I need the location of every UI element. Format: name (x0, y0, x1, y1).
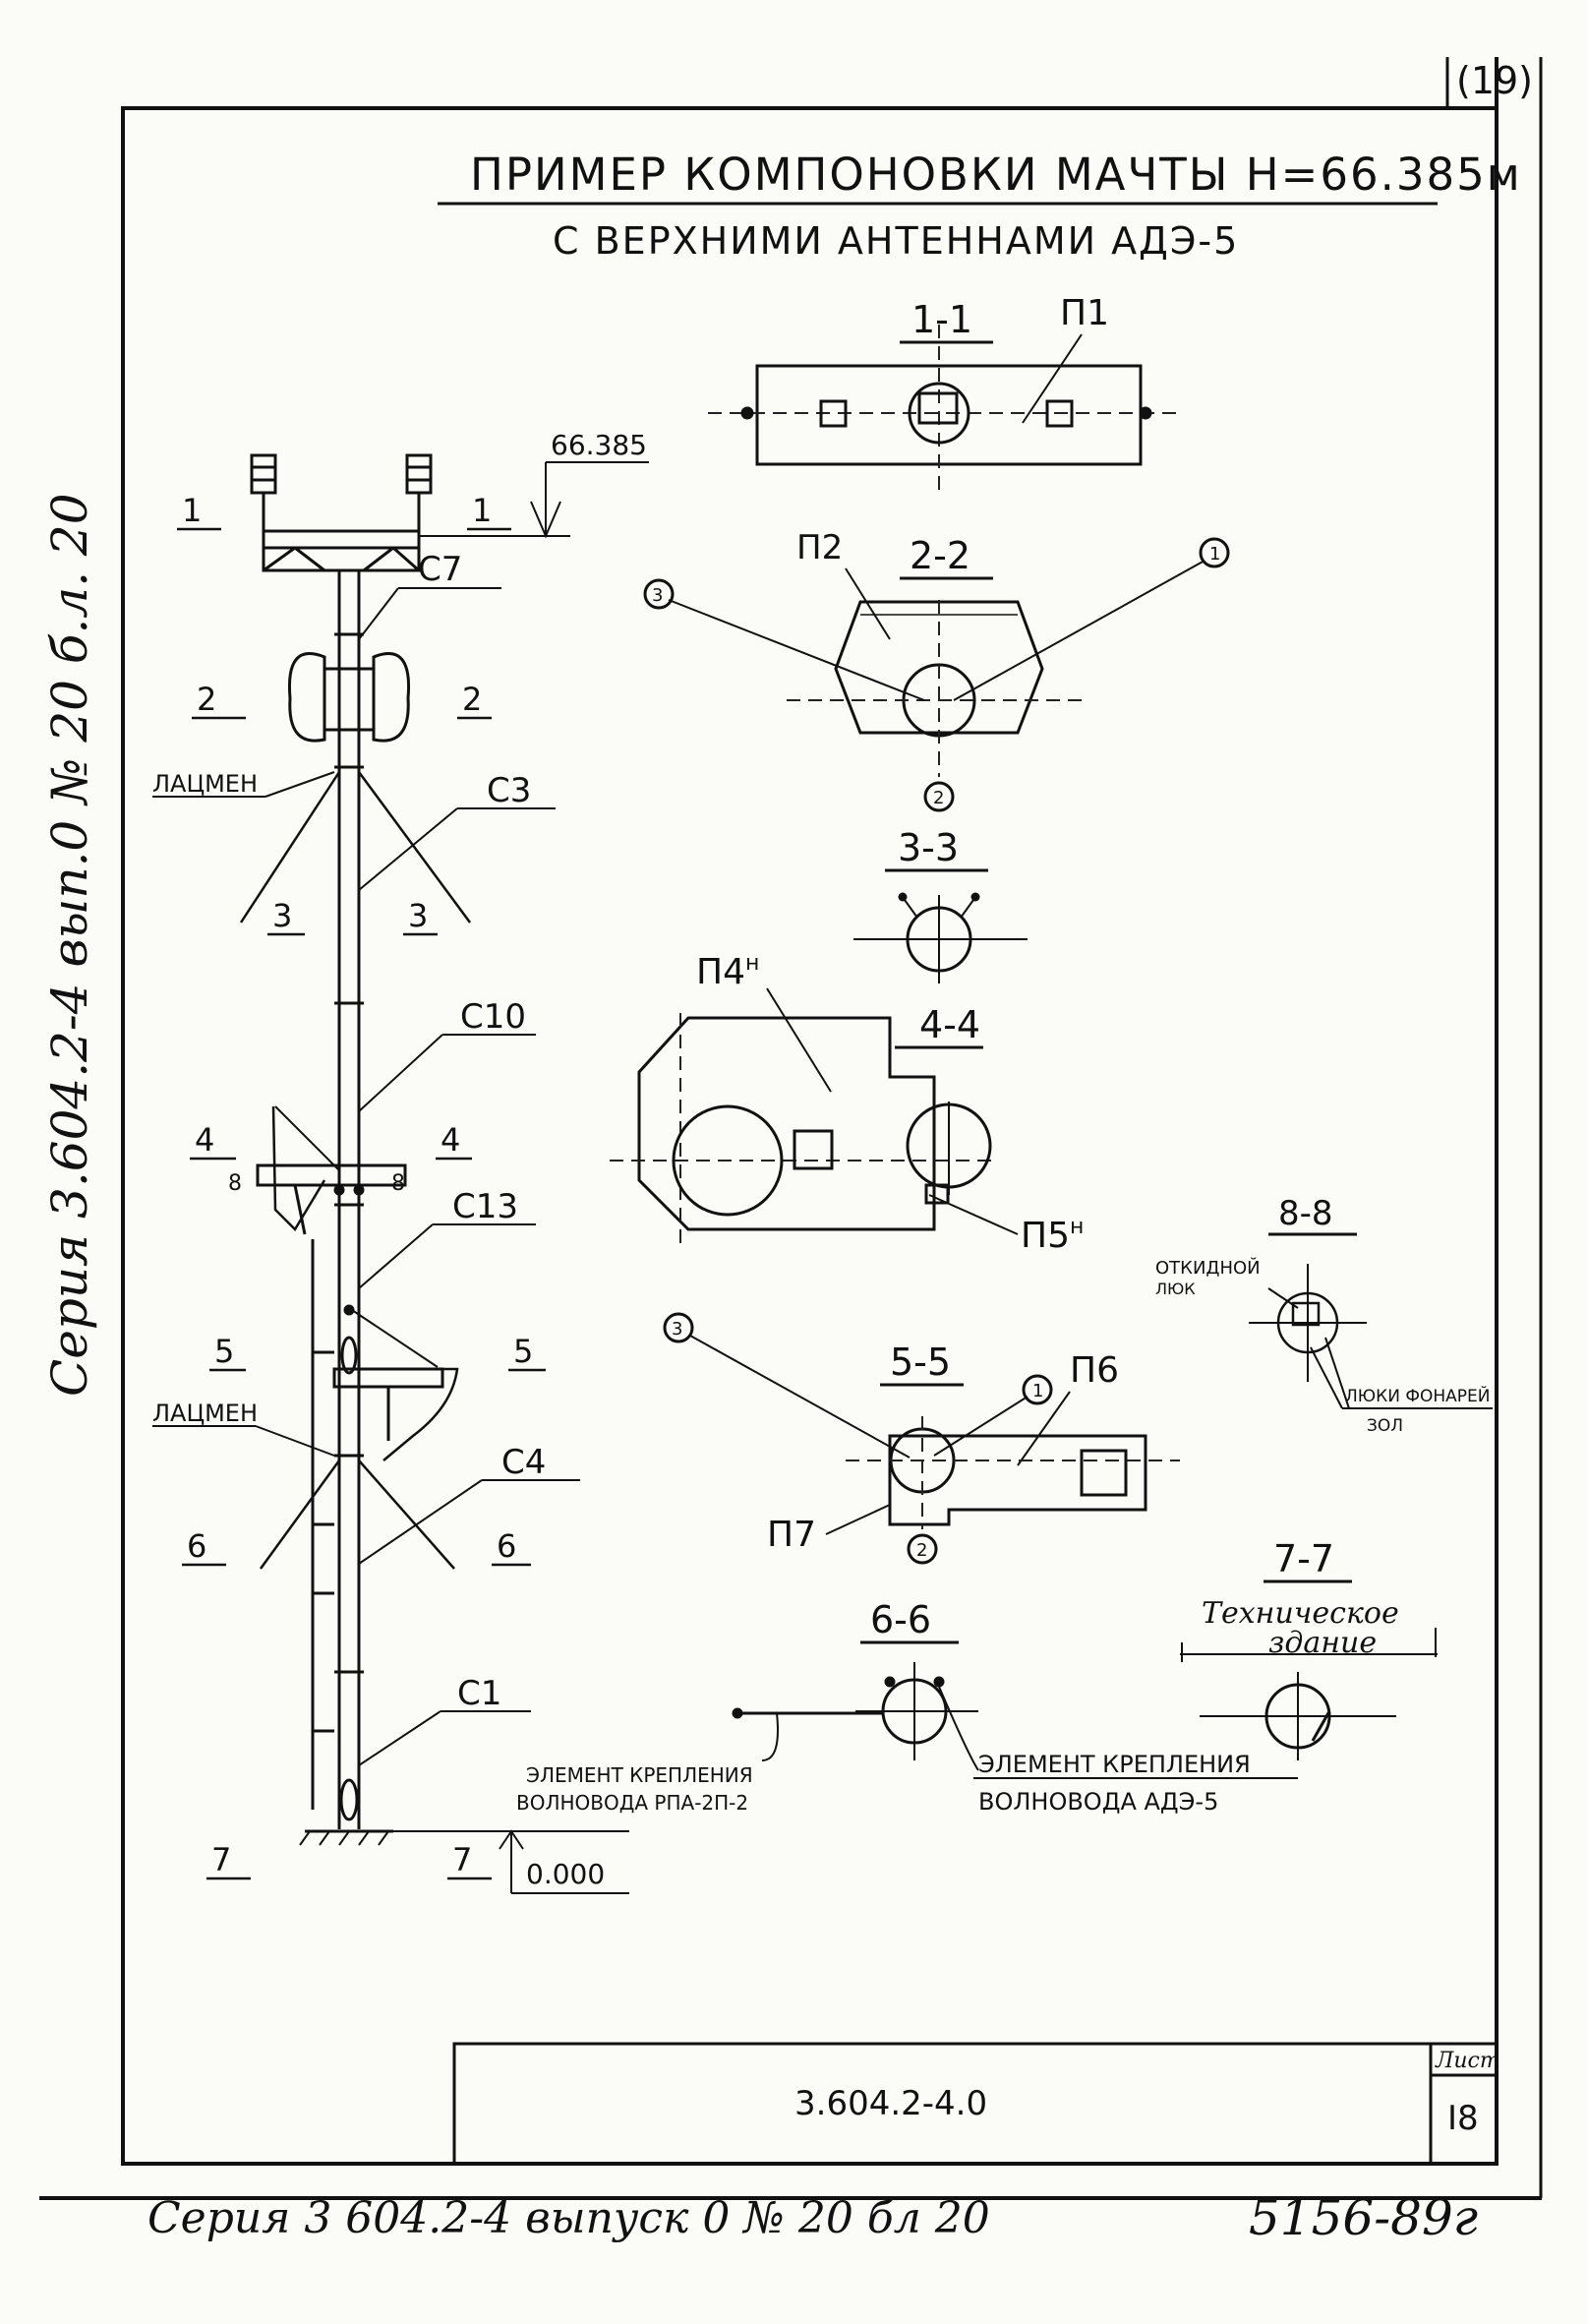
section-1-1-title: 1-1 (911, 298, 972, 341)
drawing-subtitle: С ВЕРХНИМИ АНТЕННАМИ АДЭ-5 (553, 219, 1239, 263)
sheet-number-top: (19) (1456, 59, 1533, 102)
cut-mark-5-right: 5 (513, 1333, 533, 1370)
plate-p5-label: П5н (1021, 1215, 1084, 1256)
cut-mark-7-left: 7 (211, 1841, 231, 1878)
hatch-label-line1: ОТКИДНОЙ (1155, 1257, 1261, 1279)
section-3-3: 3-3 (853, 826, 1028, 983)
cut-mark-5-left: 5 (214, 1333, 234, 1370)
plate-p4-label: П4н (696, 951, 759, 992)
cut-mark-6-right: 6 (497, 1527, 516, 1565)
elevation-ground: 0.000 (526, 1858, 605, 1890)
cut-mark-1-right: 1 (472, 492, 492, 529)
section-8-8: 8-8 ОТКИДНОЙ ЛЮК ЛЮКИ ФОНАРЕЙ ЗОЛ (1155, 1194, 1493, 1436)
note-right-line1: ЭЛЕМЕНТ КРЕПЛЕНИЯ (978, 1751, 1251, 1778)
ladder-label-upper: ЛАЦМЕН (152, 770, 258, 798)
section-4-4-title: 4-4 (919, 1003, 980, 1046)
footer-registration-number: 5156-89г (1249, 2189, 1478, 2246)
section-2-2: 2-2 П2 3 1 2 (643, 528, 1230, 812)
section-5-5: 5-5 П6 П7 3 1 2 (663, 1312, 1180, 1565)
callout-3-upper: 3 (652, 585, 663, 606)
callout-1-upper: 1 (1209, 544, 1220, 565)
note-left-line1: ЭЛЕМЕНТ КРЕПЛЕНИЯ (526, 1763, 753, 1787)
plate-p6-label: П6 (1070, 1350, 1119, 1391)
section-8-8-title: 8-8 (1278, 1194, 1333, 1233)
sheet-label: Лист (1435, 2049, 1500, 2073)
cut-mark-8-left: 8 (228, 1171, 242, 1196)
section-5-5-title: 5-5 (890, 1341, 951, 1384)
note-left-line2: ВОЛНОВОДА РПА-2П-2 (516, 1791, 748, 1815)
callout-3-lower: 3 (672, 1319, 682, 1340)
cut-markers: 1 1 2 2 3 3 4 4 8 8 5 5 6 6 7 7 (177, 492, 546, 1880)
section-label-c3: С3 (487, 771, 531, 810)
drawing-title: ПРИМЕР КОМПОНОВКИ МАЧТЫ Н=66.385м (470, 149, 1522, 201)
section-7-7: 7-7 Техническое здание (1180, 1537, 1438, 1760)
cut-mark-7-right: 7 (452, 1841, 472, 1878)
section-6-6-title: 6-6 (870, 1598, 931, 1641)
callout-2-upper: 2 (933, 788, 944, 808)
footer-series-text: Серия 3 604.2-4 выпуск 0 № 20 бл 20 (147, 2193, 990, 2243)
section-7-7-title: 7-7 (1273, 1537, 1334, 1580)
cut-mark-4-left: 4 (195, 1121, 214, 1159)
sheet-frame (39, 57, 1543, 2200)
cut-mark-3-right: 3 (408, 897, 428, 934)
section-label-c4: С4 (501, 1443, 546, 1482)
note-right-line2: ВОЛНОВОДА АДЭ-5 (978, 1788, 1218, 1816)
elevation-top: 66.385 (551, 429, 647, 461)
section-labels: С7 С3 С10 С13 С4 С1 ЛАЦМЕН ЛАЦМЕН (152, 550, 546, 1713)
mast-elevation (152, 453, 649, 1894)
cut-mark-6-left: 6 (187, 1527, 206, 1565)
cut-mark-3-left: 3 (272, 897, 292, 934)
section-label-c1: С1 (457, 1674, 501, 1713)
cut-mark-8-right: 8 (391, 1171, 405, 1196)
ladder-label-lower: ЛАЦМЕН (152, 1400, 258, 1427)
section-2-2-title: 2-2 (910, 534, 970, 577)
section-label-c7: С7 (418, 550, 462, 589)
margin-series-text: Серия 3.604.2-4 вып.0 № 20 б.л. 20 (41, 493, 98, 1397)
section-6-6: 6-6 ЭЛЕМЕНТ КРЕПЛЕНИЯ ВОЛНОВОДА РПА-2П-2… (516, 1598, 1298, 1816)
cut-mark-1-left: 1 (182, 492, 202, 529)
lights-label-line1: ЛЮКИ ФОНАРЕЙ (1345, 1385, 1490, 1406)
section-label-c10: С10 (460, 997, 526, 1037)
callout-1-lower: 1 (1032, 1381, 1043, 1401)
section-4-4: 4-4 П4н П5н (610, 951, 1084, 1256)
sheet-number: I8 (1447, 2099, 1479, 2138)
section-7-7-note-line1: Техническое (1202, 1596, 1399, 1631)
plate-p2-label: П2 (796, 528, 843, 567)
cut-mark-2-left: 2 (197, 681, 216, 718)
section-3-3-title: 3-3 (898, 826, 959, 869)
title-block (452, 2042, 1499, 2166)
plate-p7-label: П7 (767, 1515, 816, 1555)
callout-2-lower: 2 (916, 1540, 927, 1561)
cut-mark-4-right: 4 (441, 1121, 460, 1159)
plate-p1-label: П1 (1060, 293, 1109, 333)
hatch-label-line2: ЛЮК (1155, 1280, 1196, 1298)
section-1-1: 1-1 П1 (708, 293, 1180, 497)
section-label-c13: С13 (452, 1187, 518, 1226)
lights-label-line2: ЗОЛ (1367, 1416, 1403, 1436)
drawing-code: 3.604.2-4.0 (794, 2084, 987, 2123)
cut-mark-2-right: 2 (462, 681, 482, 718)
